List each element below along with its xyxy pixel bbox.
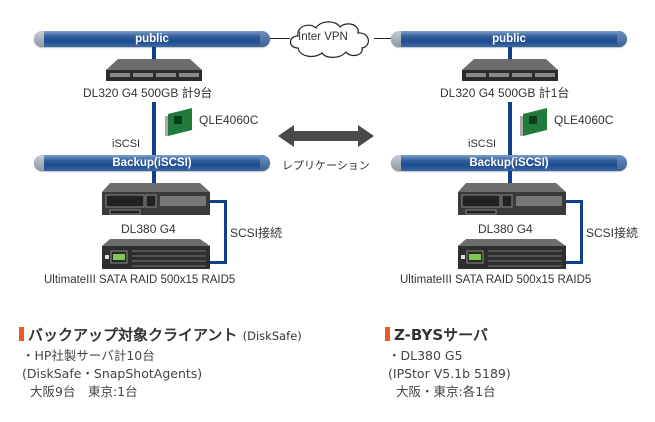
right-raid-label: UltimateIII SATA RAID 500x15 RAID5	[400, 274, 592, 286]
right-backup-network: Backup(iSCSI)	[391, 155, 627, 171]
right-hba-label: QLE4060C	[554, 113, 614, 127]
right-hba-card-icon	[520, 108, 547, 136]
right-backup-drop	[508, 171, 512, 183]
right-public-network: public	[391, 31, 627, 47]
right-scsi-label: SCSI接続	[586, 226, 639, 240]
left-scsi-label: SCSI接続	[230, 226, 283, 240]
left-backup-network: Backup(iSCSI)	[34, 155, 270, 171]
right-front-server-label: DL320 G4 500GB 計1台	[440, 86, 570, 100]
clients-line: 大阪9台 東京:1台	[30, 384, 138, 399]
vpn-label: Inter VPN	[298, 31, 348, 43]
clients-subtitle: (DiskSafe)	[242, 329, 302, 343]
clients-info: ・HP社製サーバ計10台 (DiskSafe・SnapShotAgents) 大…	[22, 347, 202, 401]
right-2u-server-icon	[458, 183, 566, 215]
left-front-server-label: DL320 G4 500GB 計9台	[83, 86, 213, 100]
vpn-link-left	[270, 38, 290, 39]
right-raid-storage-icon	[458, 239, 566, 269]
accent-bar	[385, 327, 390, 341]
right-backup-label: Backup(iSCSI)	[469, 157, 549, 169]
left-public-network: public	[34, 31, 270, 47]
left-public-label: public	[135, 33, 169, 45]
server-line: (IPStor V5.1b 5189)	[388, 366, 511, 381]
left-backup-label: Backup(iSCSI)	[112, 157, 192, 169]
replication-label: レプリケーション	[282, 160, 370, 172]
left-raid-label: UltimateIII SATA RAID 500x15 RAID5	[44, 274, 236, 286]
server-line: ・DL380 G5	[388, 348, 463, 363]
clients-section-title: バックアップ対象クライアント (DiskSafe)	[19, 324, 302, 345]
left-raid-storage-icon	[102, 239, 210, 269]
left-hba-label: QLE4060C	[199, 113, 259, 127]
clients-title-text: バックアップ対象クライアント	[28, 326, 238, 344]
right-public-label: public	[492, 33, 526, 45]
left-storage-server-label: DL380 G4	[121, 222, 176, 236]
right-scsi-cable	[566, 200, 583, 264]
right-1u-server-icon	[462, 59, 558, 81]
left-2u-server-icon	[102, 183, 210, 215]
right-public-drop	[508, 47, 512, 59]
clients-line: (DiskSafe・SnapShotAgents)	[22, 366, 203, 381]
server-info: ・DL380 G5 (IPStor V5.1b 5189) 大阪・東京:各1台	[388, 347, 511, 401]
left-iscsi-line	[152, 102, 156, 156]
left-backup-drop	[152, 171, 156, 183]
replication-arrow-icon	[278, 125, 374, 147]
left-scsi-cable	[210, 200, 227, 264]
server-section-title: Z-BYSサーバ	[385, 324, 488, 345]
server-line: 大阪・東京:各1台	[396, 384, 496, 399]
right-iscsi-line	[508, 102, 512, 156]
clients-line: ・HP社製サーバ計10台	[22, 348, 155, 363]
cloud-icon	[289, 21, 369, 58]
left-1u-server-icon	[106, 59, 202, 81]
left-public-drop	[152, 47, 156, 59]
right-iscsi-label: iSCSI	[468, 138, 497, 150]
server-title-text: Z-BYSサーバ	[394, 326, 488, 344]
right-storage-server-label: DL380 G4	[478, 222, 533, 236]
vpn-link-right	[374, 38, 396, 39]
accent-bar	[19, 327, 24, 341]
left-hba-card-icon	[165, 108, 192, 136]
left-iscsi-label: iSCSI	[112, 138, 141, 150]
